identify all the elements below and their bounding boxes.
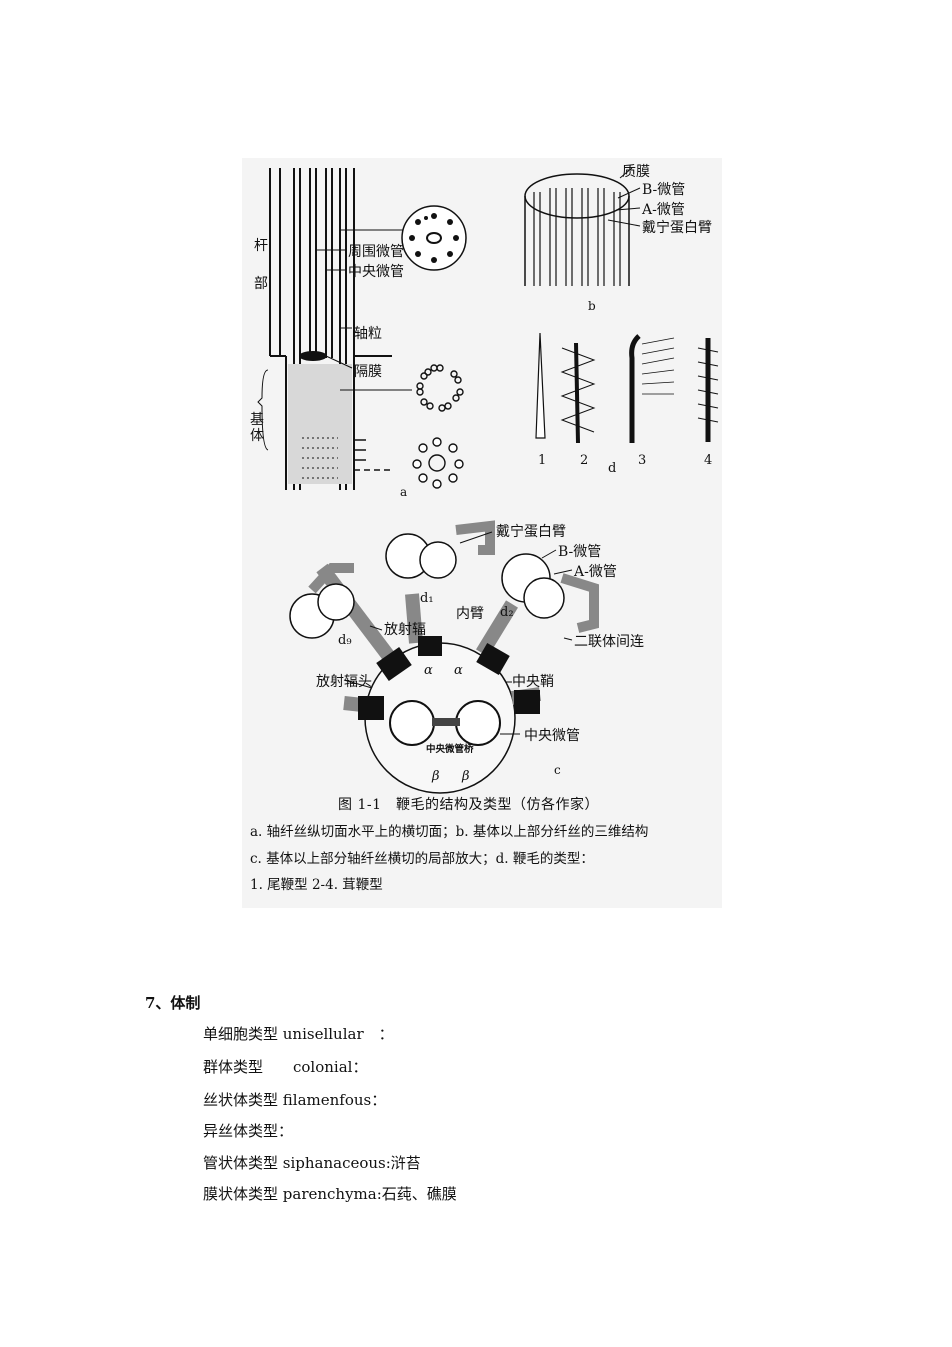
figure-caption-line-1: a. 轴纤丝纵切面水平上的横切面；b. 基体以上部分纤丝的三维结构: [250, 824, 649, 840]
panel-a: 杆 部 周围微管 中央微管 轴粒 隔膜 基 体 a: [250, 168, 467, 499]
central-microtubule-label: 中央微管: [348, 264, 404, 280]
d9-label: d₉: [338, 633, 352, 648]
central-pair: [389, 700, 501, 746]
doublet-d1: [385, 520, 495, 579]
flagellum-type-4-label: 4: [704, 453, 712, 468]
panel-c: 戴宁蛋白臂 B-微管 A-微管 d₁ 内臂 d₂ d₉ 放射辐 二联体间连 放射…: [289, 520, 644, 794]
septum-label: 隔膜: [354, 364, 382, 380]
flagellum-diagram: 杆 部 周围微管 中央微管 轴粒 隔膜 基 体 a: [250, 164, 719, 794]
axosome-label: 轴粒: [354, 326, 382, 342]
panel-d-label: d: [608, 461, 616, 476]
alpha-right-label: α: [454, 663, 463, 678]
a-microtubule-label: A-微管: [641, 202, 685, 218]
dynein-arm-label: 戴宁蛋白臂: [642, 219, 712, 236]
panel-c-label: c: [554, 763, 561, 777]
b-microtubule-label: B-微管: [642, 182, 685, 198]
inner-arm-label: 内臂: [456, 606, 484, 622]
panel-b: 质膜 B-微管 A-微管 戴宁蛋白臂 b: [524, 164, 712, 313]
alpha-left-label: α: [424, 663, 433, 678]
cross-section-bottom: [412, 437, 464, 489]
central-microtubule-c-label: 中央微管: [524, 728, 580, 744]
central-sheath-label: 中央鞘: [512, 674, 554, 690]
plasma-membrane-label: 质膜: [622, 164, 650, 180]
whiplash-flagellum: [535, 332, 546, 439]
beta-right-label: β: [461, 769, 470, 784]
cross-section-middle: [416, 364, 464, 412]
basal-body-label-2: 体: [250, 428, 264, 444]
rod-label-bottom: 部: [254, 276, 268, 292]
section-heading: 7、体制: [145, 994, 201, 1012]
rod-label-top: 杆: [254, 238, 268, 254]
radial-spoke-label: 放射辐: [384, 622, 426, 638]
panel-d: 1 2 d 3 4: [535, 332, 719, 476]
panel-b-label: b: [588, 299, 596, 313]
figure-caption-line-3: 1. 尾鞭型 2-4. 茸鞭型: [250, 877, 383, 893]
nexin-link-label: 二联体间连: [574, 634, 644, 650]
basal-body-label-1: 基: [250, 411, 264, 428]
list-item: 单细胞类型 unisellular ：: [203, 1025, 394, 1043]
c-b-microtubule-label: B-微管: [558, 544, 601, 560]
c-dynein-arm-label: 戴宁蛋白臂: [496, 523, 566, 540]
panel-a-label: a: [400, 485, 407, 499]
cross-section-top: [401, 205, 467, 271]
flagellum-figure: 杆 部 周围微管 中央微管 轴粒 隔膜 基 体 a: [242, 158, 722, 908]
list-item: 异丝体类型：: [203, 1122, 294, 1140]
list-item: 群体类型 colonial：: [203, 1058, 368, 1076]
c-a-microtubule-label: A-微管: [573, 564, 617, 580]
list-item: 丝状体类型 filamenfous：: [203, 1091, 387, 1109]
flagellum-type-3-label: 3: [638, 453, 646, 468]
d1-label: d₁: [420, 591, 434, 606]
figure-caption-title: 图 1-1 鞭毛的结构及类型（仿各作家）: [338, 797, 599, 813]
d2-label: d₂: [500, 605, 514, 620]
list-item: 膜状体类型 parenchyma:石莼、礁膜: [203, 1185, 457, 1203]
list-item: 管状体类型 siphanaceous:浒苔: [203, 1154, 421, 1172]
peripheral-microtubule-label: 周围微管: [348, 244, 404, 260]
flagellum-type-2-label: 2: [580, 453, 588, 468]
doublet-d2: [501, 553, 599, 633]
figure-caption-line-2: c. 基体以上部分轴纤丝横切的局部放大；d. 鞭毛的类型：: [250, 851, 594, 867]
beta-left-label: β: [431, 769, 440, 784]
flagellum-type-1-label: 1: [538, 453, 546, 468]
central-bridge-label: 中央微管桥: [426, 743, 474, 755]
doublet-d9: [289, 563, 355, 639]
spoke-head-label: 放射辐头: [316, 674, 372, 690]
